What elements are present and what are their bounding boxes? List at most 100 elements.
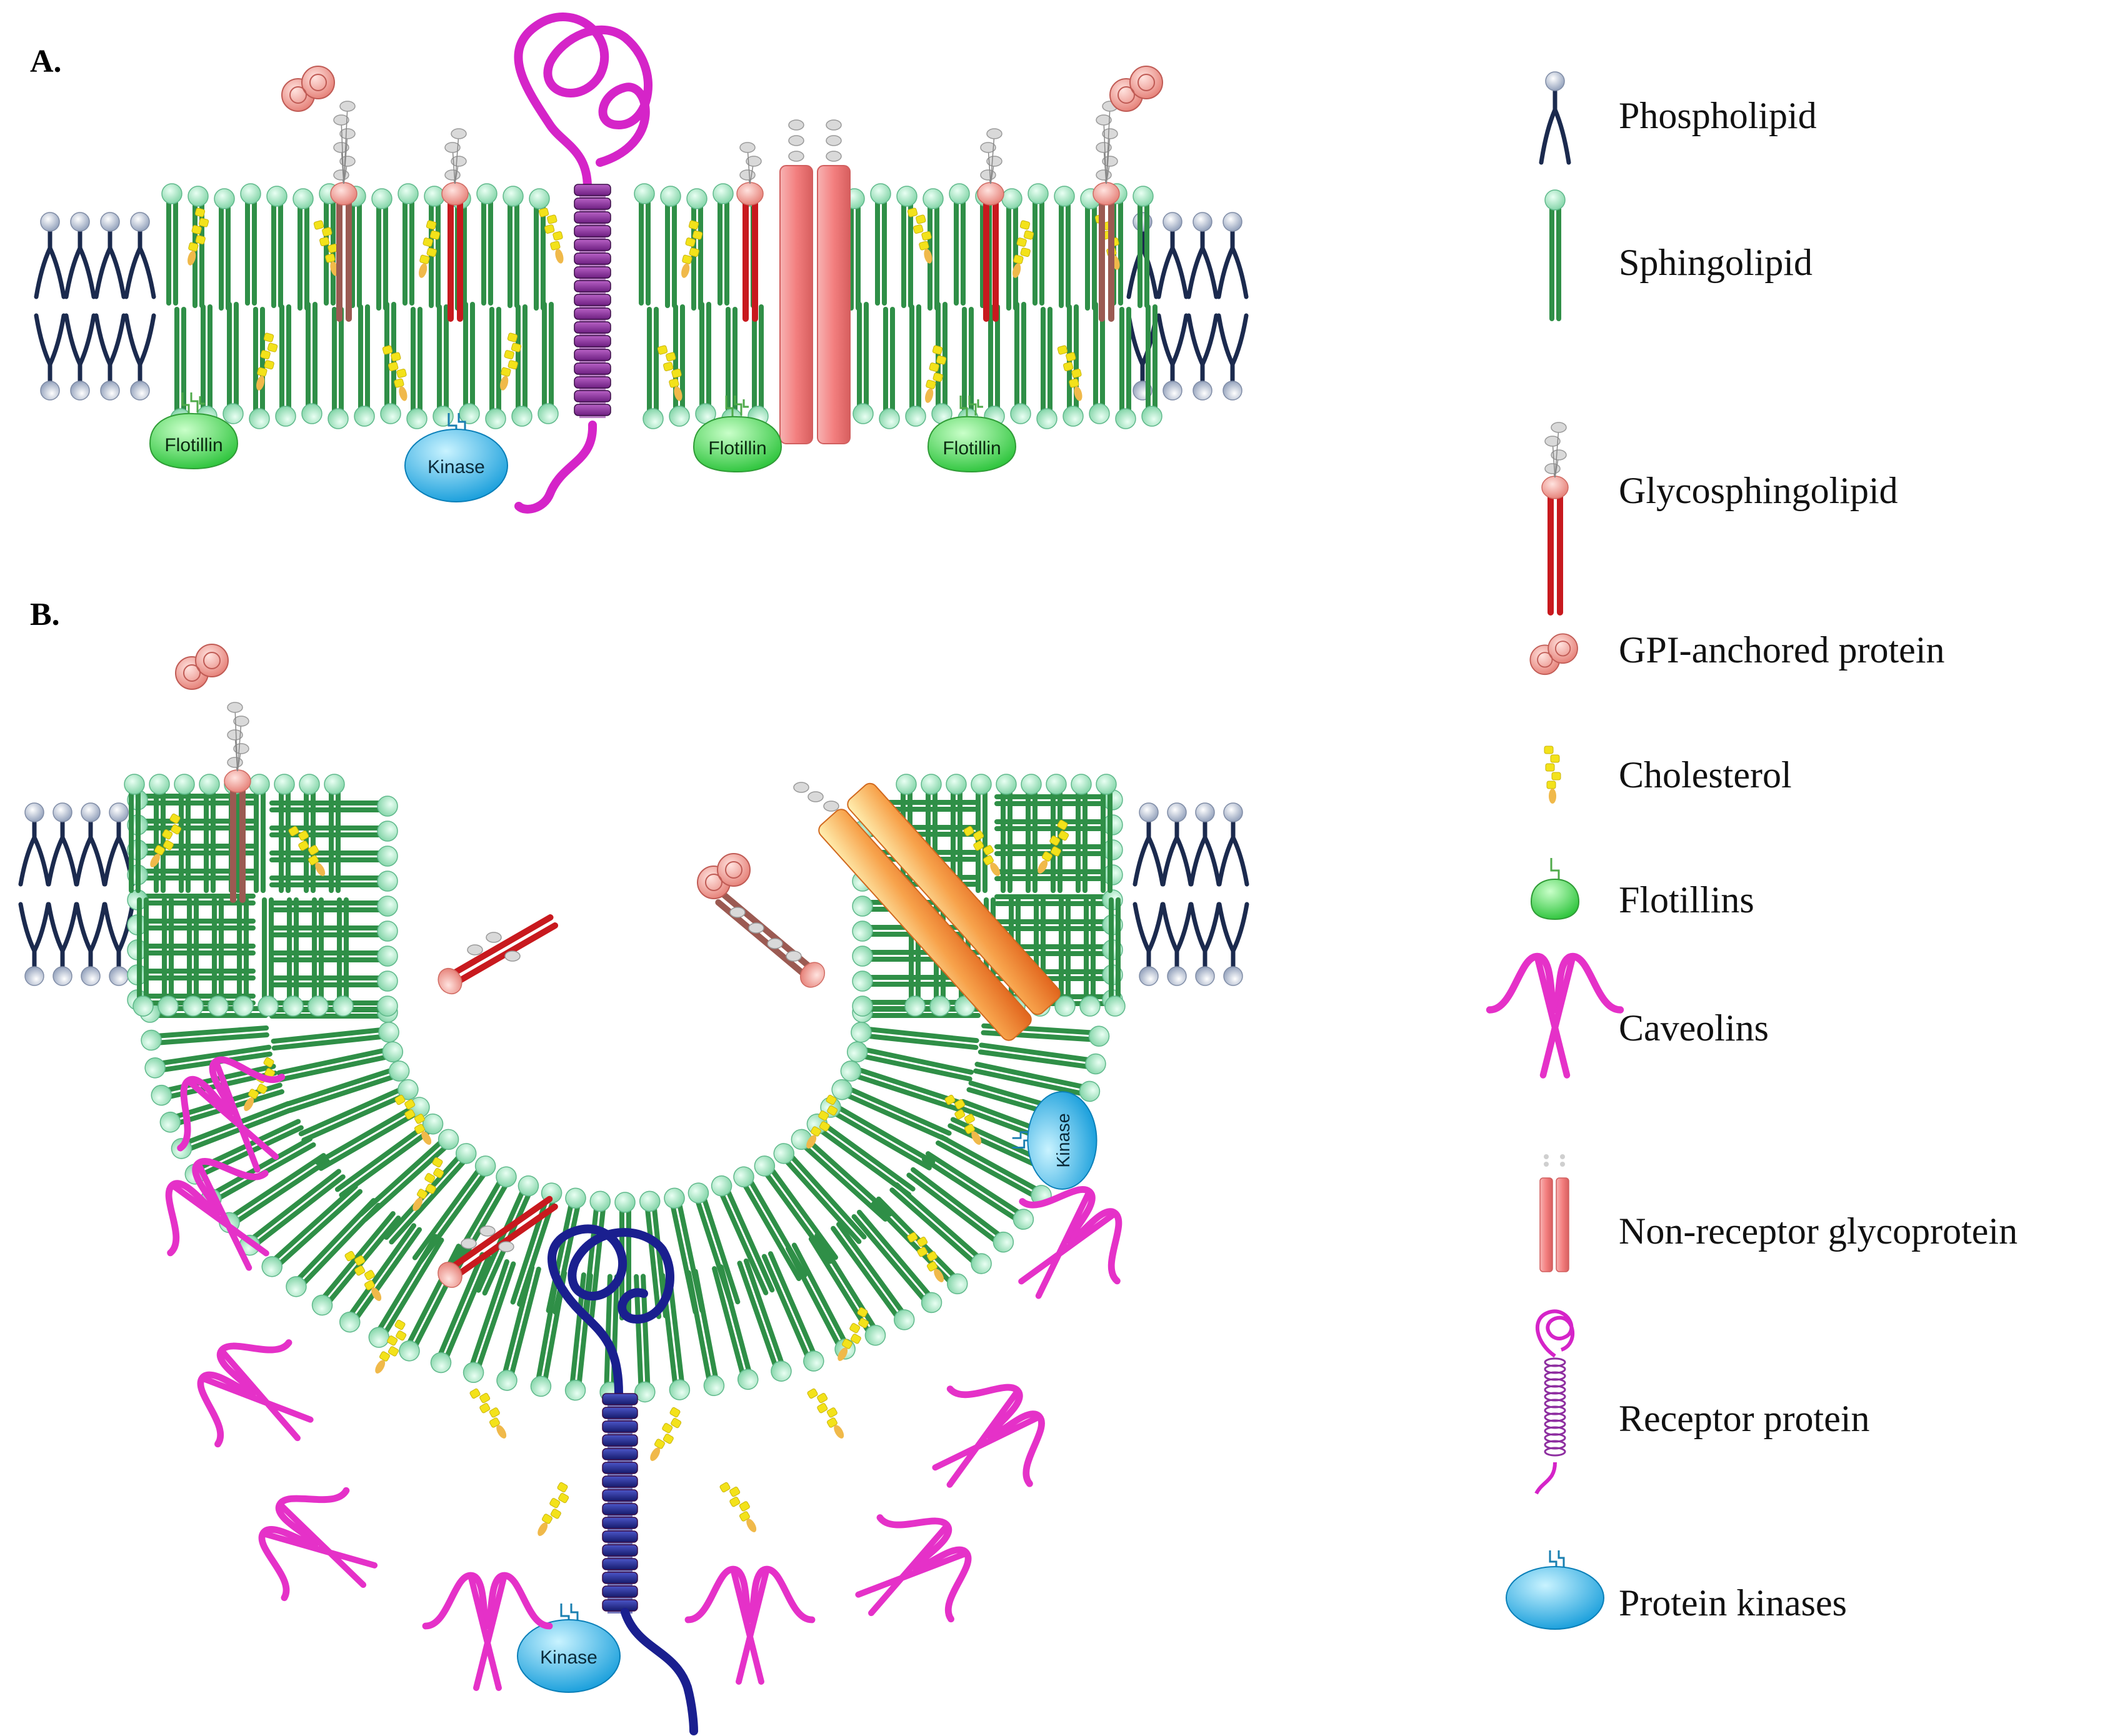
- sphingolipid: [852, 302, 874, 424]
- kinase-label: Kinase: [1054, 1113, 1074, 1167]
- sphingolipid-head: [377, 920, 398, 942]
- cholesterol-ring: [308, 845, 319, 856]
- sphingolipid-tail: [249, 1169, 341, 1241]
- sphingolipid-head: [634, 1381, 656, 1403]
- sphingolipid-tail: [855, 1067, 965, 1106]
- cholesterol-tail: [674, 386, 682, 401]
- cholesterol: [469, 1388, 507, 1439]
- cholesterol-ring: [936, 355, 947, 365]
- cholesterol-tail: [500, 376, 509, 391]
- kinase-label: Kinase: [540, 1647, 598, 1668]
- phospholipid-tail: [74, 817, 107, 887]
- cholesterol-ring: [469, 1388, 481, 1399]
- sphingolipid-head: [870, 183, 891, 204]
- sphingolipid-head: [712, 183, 734, 204]
- gpi-domain-inner: [183, 664, 201, 682]
- sphingolipid-head: [1028, 183, 1049, 204]
- sphingolipid: [996, 774, 1017, 893]
- sugar: [826, 151, 842, 162]
- glycosphingolipid: [330, 101, 358, 322]
- phospholipid-tail: [1126, 313, 1159, 386]
- cholesterol-ring: [1057, 819, 1068, 831]
- legend-label-phospholipid: Phospholipid: [1619, 95, 1817, 136]
- cholesterol-ring: [322, 227, 332, 237]
- sugar: [767, 938, 783, 949]
- sphingolipid-head: [368, 1327, 390, 1348]
- sugar: [786, 950, 802, 962]
- sphingolipid: [896, 186, 918, 308]
- caveolin-loop: [258, 1487, 350, 1602]
- sphingolipid: [276, 1041, 404, 1082]
- sphingolipid-head: [852, 970, 873, 992]
- sphingolipid: [232, 897, 254, 1017]
- sphingolipid-head: [399, 1340, 420, 1362]
- caveolin-legs: [185, 1058, 279, 1173]
- sphingolipid-tail: [154, 1025, 269, 1039]
- sphingolipid-head: [149, 774, 170, 795]
- cholesterol: [807, 1388, 844, 1439]
- sugar: [451, 128, 467, 139]
- sphingolipid-tail: [935, 1140, 1037, 1199]
- sphingolipid-head: [286, 1276, 307, 1297]
- legend-label-flotillins: Flotillins: [1619, 879, 1754, 920]
- phospholipid-tail: [1189, 902, 1221, 971]
- cholesterol-ring: [954, 1109, 966, 1120]
- cholesterol-ring: [188, 242, 199, 252]
- phospholipid-head: [1195, 802, 1215, 822]
- sphingolipid: [299, 774, 320, 893]
- cholesterol: [1057, 345, 1082, 401]
- phospholipid-tail: [1186, 313, 1219, 386]
- sphingolipid-head: [614, 1192, 636, 1213]
- gpi-protein: [175, 644, 229, 690]
- cholesterol-ring: [425, 1184, 436, 1194]
- caveolin-legs: [259, 1501, 378, 1589]
- sugar: [1544, 436, 1561, 447]
- sphingolipid-head: [424, 186, 445, 207]
- sphingolipid: [298, 1079, 419, 1143]
- cholesterol-ring: [394, 1094, 406, 1105]
- sphingolipid-head: [1071, 774, 1092, 795]
- sphingolipid-head: [1079, 995, 1101, 1017]
- sphingolipid-tail: [835, 1104, 936, 1165]
- gpi-domain: [1129, 66, 1163, 99]
- kinase-body: [1506, 1566, 1604, 1630]
- sphingolipid-head: [803, 1350, 824, 1372]
- cholesterol-ring: [819, 1121, 830, 1132]
- sphingolipid-head: [921, 774, 942, 795]
- phospholipid-head: [109, 966, 129, 986]
- cholesterol-ring: [364, 1270, 375, 1280]
- sphingolipid: [773, 1143, 867, 1244]
- helix-turn: [574, 376, 611, 389]
- cholesterol-ring: [1545, 763, 1555, 772]
- phospholipid-head: [130, 381, 150, 401]
- sphingolipid: [240, 183, 261, 306]
- phospholipid-head: [100, 381, 120, 401]
- phospholipid: [1217, 902, 1249, 986]
- sphingolipid-tail: [832, 1110, 932, 1170]
- cholesterol-ring: [194, 207, 206, 217]
- receptor-loop: [548, 1224, 674, 1398]
- sphingolipid-tail: [978, 1049, 1092, 1070]
- caveolin-loop: [165, 1158, 269, 1257]
- flotillin-anchor: [1550, 858, 1560, 880]
- glyco-head: [1541, 476, 1569, 499]
- cholesterol-ring: [929, 362, 939, 372]
- sugar: [1544, 1162, 1549, 1167]
- sphingolipid-head: [946, 1273, 968, 1295]
- sphingolipid-head: [1544, 189, 1566, 211]
- cholesterol: [382, 345, 408, 401]
- kinase-body: [517, 1619, 621, 1693]
- sphingolipid-tail: [321, 1211, 396, 1300]
- sugar: [461, 1238, 477, 1249]
- sphingolipid-head: [377, 945, 398, 967]
- cholesterol-tail: [496, 1425, 507, 1439]
- sphingolipid-head: [529, 188, 550, 209]
- caveolin: [422, 1572, 553, 1691]
- caveolin-loop: [197, 1339, 292, 1448]
- cholesterol-tail: [375, 1360, 386, 1374]
- cholesterol-ring: [267, 342, 278, 352]
- sugar: [333, 114, 349, 126]
- sphingolipid-tail: [278, 1054, 390, 1082]
- sugar: [339, 156, 356, 167]
- sphingolipid-head: [240, 183, 261, 204]
